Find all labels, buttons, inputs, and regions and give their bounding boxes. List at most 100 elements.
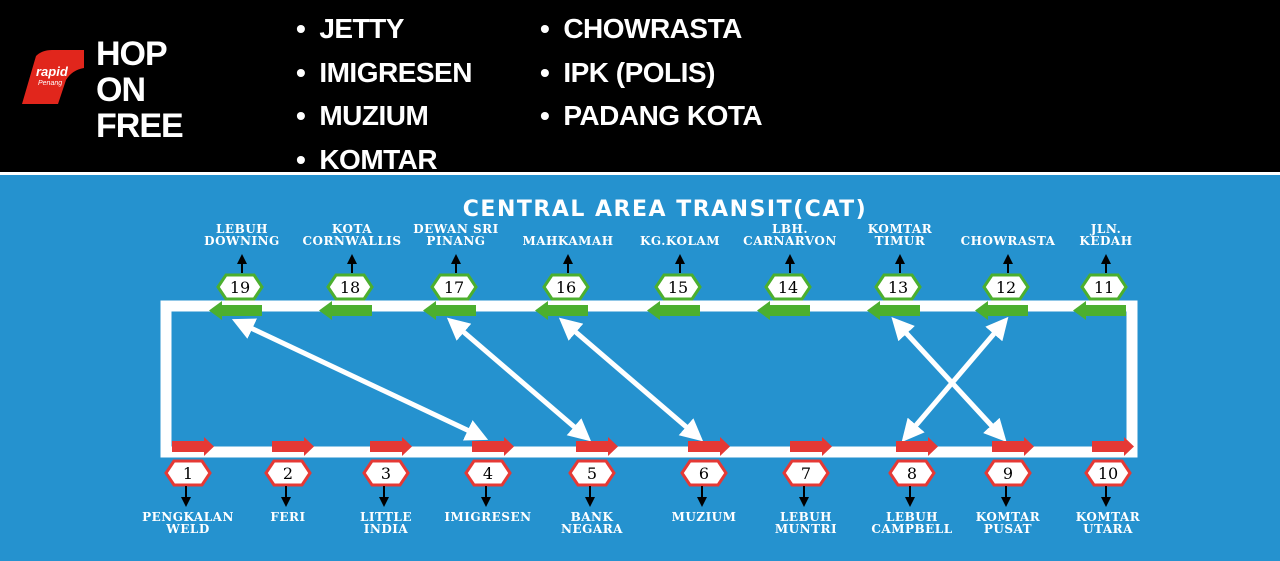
stop-number: 3 — [381, 464, 391, 483]
stop-badge — [216, 273, 264, 301]
direction-arrow-left — [867, 301, 880, 320]
stop-badge — [568, 459, 616, 487]
stop-label: INDIA — [364, 522, 409, 536]
stop-label: LEBUH — [780, 510, 832, 524]
stop-number: 12 — [996, 278, 1016, 297]
stop-label: UTARA — [1083, 522, 1133, 536]
stop-number: 9 — [1003, 464, 1013, 483]
direction-arrow-right — [928, 437, 938, 456]
stop-badge — [764, 273, 812, 301]
stop-number: 18 — [340, 278, 360, 297]
direction-bar — [370, 441, 402, 452]
stop-label: JLN. — [1090, 222, 1122, 236]
direction-arrow-left — [423, 301, 436, 320]
stop-number: 7 — [801, 464, 811, 483]
stop-label: DEWAN SRI — [413, 222, 498, 236]
direction-arrow-left — [757, 301, 770, 320]
direction-bar — [576, 441, 608, 452]
direction-bar — [992, 441, 1024, 452]
stop-number: 17 — [444, 278, 464, 297]
direction-arrow-left — [1073, 301, 1086, 320]
direction-bar — [172, 441, 204, 452]
stop-label: LITTLE — [360, 510, 412, 524]
stop-badge — [874, 273, 922, 301]
stop-label: KOMTAR — [868, 222, 933, 236]
free-stops-list-1: JETTY IMIGRESEN MUZIUM KOMTAR — [296, 7, 472, 181]
direction-bar — [1086, 305, 1126, 316]
stop-badge — [1080, 273, 1128, 301]
hop-on-free-title: HOP ON FREE — [96, 35, 184, 145]
stop-label: KOMTAR — [976, 510, 1041, 524]
stop-badge — [782, 459, 830, 487]
free-stop-item: IMIGRESEN — [296, 51, 472, 95]
stop-label: NEGARA — [561, 522, 623, 536]
route-loop — [160, 300, 1138, 458]
free-stop-item: PADANG KOTA — [540, 94, 762, 138]
stop-label: PUSAT — [984, 522, 1032, 536]
direction-arrow-right — [1124, 437, 1134, 456]
stop-badge — [542, 273, 590, 301]
stop-label: FERI — [270, 510, 305, 524]
stop-label: BANK — [571, 510, 614, 524]
free-stop-item: CHOWRASTA — [540, 7, 762, 51]
direction-bar — [988, 305, 1028, 316]
stop-label: KG.KOLAM — [640, 234, 720, 248]
stop-label: LEBUH — [216, 222, 268, 236]
free-stop-item: MUZIUM — [296, 94, 472, 138]
stop-badge — [362, 459, 410, 487]
direction-bar — [548, 305, 588, 316]
stop-number: 19 — [230, 278, 250, 297]
stop-label: LBH. — [772, 222, 808, 236]
direction-bar — [880, 305, 920, 316]
stop-badge — [984, 459, 1032, 487]
stop-label: MUZIUM — [672, 510, 737, 524]
direction-bar — [660, 305, 700, 316]
header-divider — [0, 172, 1280, 175]
title-line: FREE — [96, 107, 184, 145]
title-line: HOP — [96, 35, 168, 73]
direction-bar — [896, 441, 928, 452]
stop-label: PINANG — [426, 234, 485, 248]
logo-subtext: Penang — [38, 80, 62, 87]
connection-arrow-17-5 — [446, 317, 592, 442]
stop-number: 2 — [283, 464, 293, 483]
direction-bar — [472, 441, 504, 452]
stop-label: MUNTRI — [775, 522, 837, 536]
stop-badge — [164, 459, 212, 487]
connection-arrows — [231, 316, 1009, 443]
connection-arrow-16-6 — [558, 317, 704, 442]
direction-bar — [688, 441, 720, 452]
rapid-penang-logo: rapid Penang — [22, 48, 84, 104]
stop-label: KOMTAR — [1076, 510, 1141, 524]
stop-label: IMIGRESEN — [444, 510, 531, 524]
direction-arrow-right — [402, 437, 412, 456]
stop-badge — [1084, 459, 1132, 487]
direction-bar — [1092, 441, 1124, 452]
stop-number: 10 — [1098, 464, 1118, 483]
stop-label: KOTA — [332, 222, 372, 236]
connection-arrow-19-4 — [231, 318, 489, 441]
direction-bar — [790, 441, 822, 452]
stop-number: 5 — [587, 464, 597, 483]
stop-number: 13 — [888, 278, 908, 297]
